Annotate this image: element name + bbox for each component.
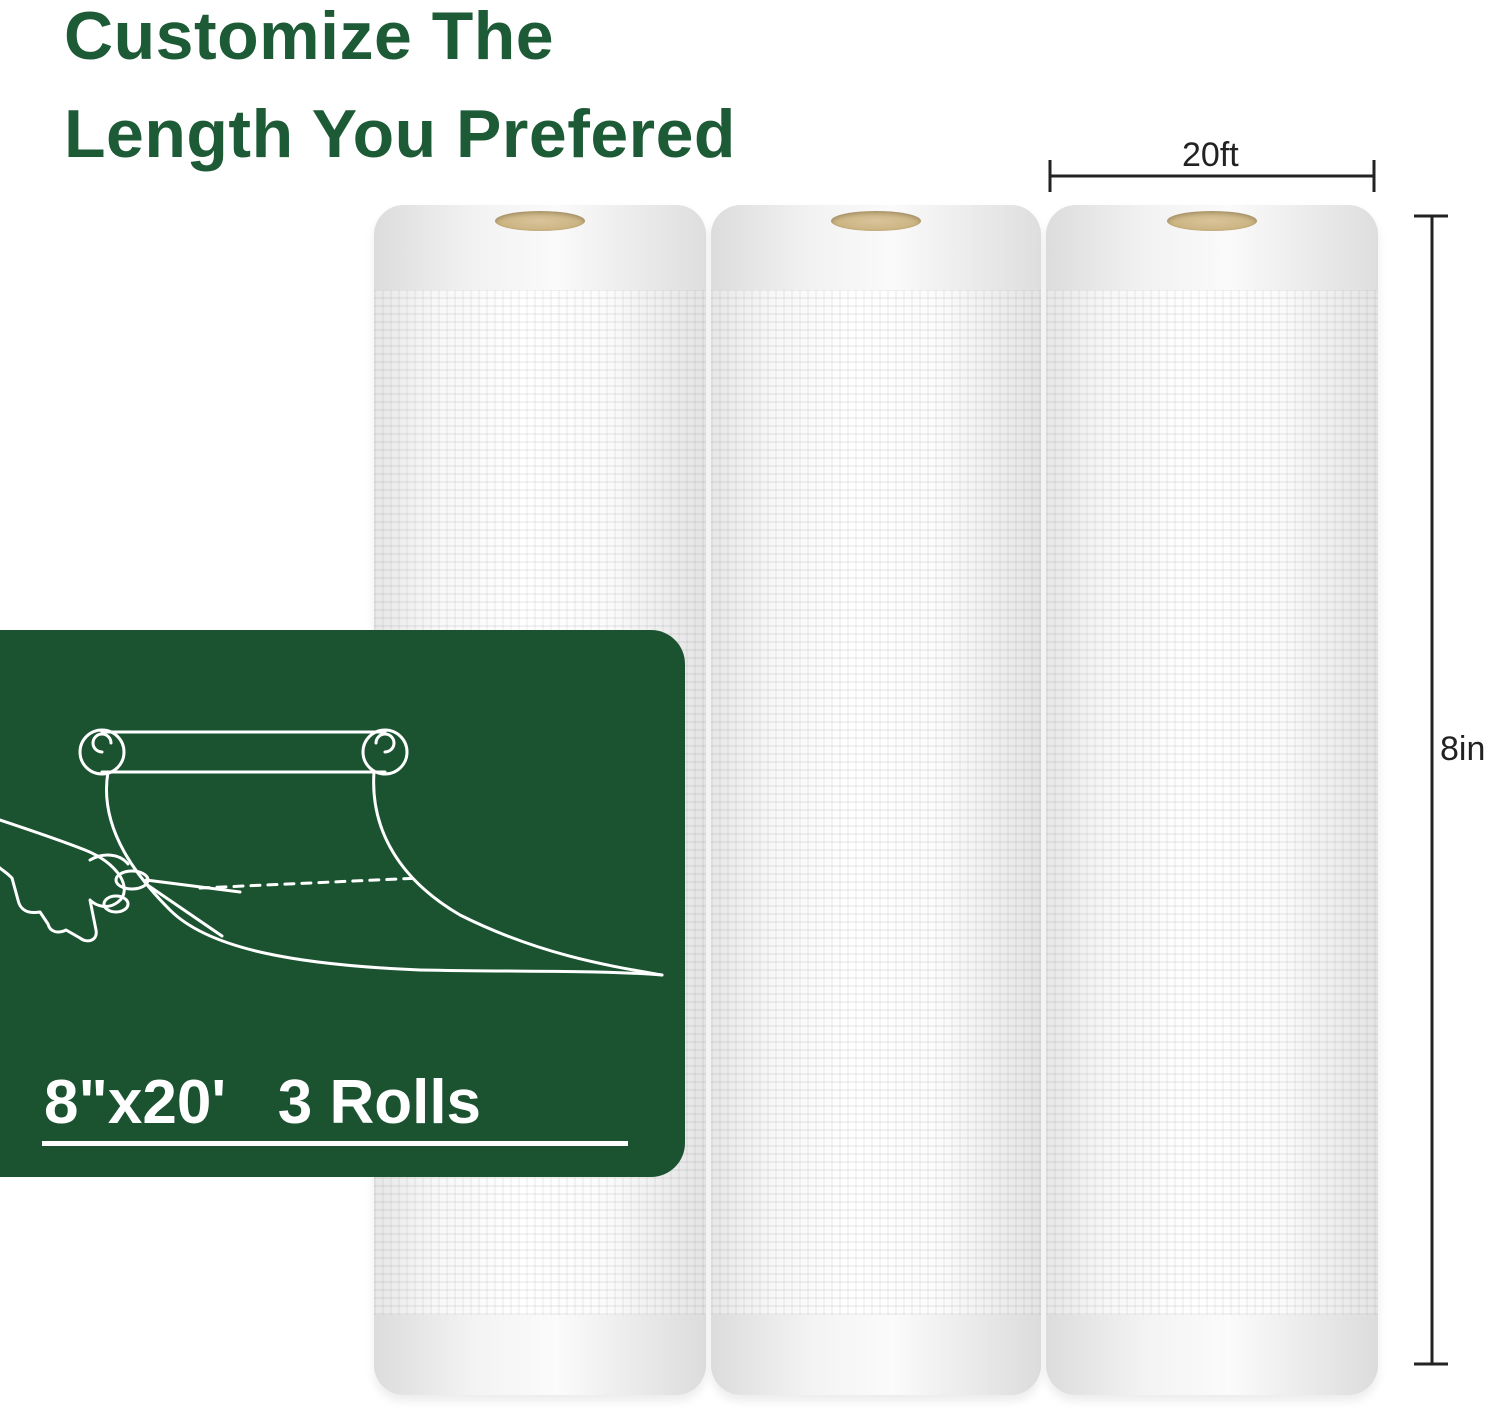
headline-line-2: Length You Prefered bbox=[64, 96, 736, 172]
roll-core-icon bbox=[495, 211, 585, 231]
vacuum-roll-3 bbox=[1046, 205, 1378, 1395]
promo-size-and-count: 8"x20' 3 Rolls bbox=[44, 1068, 482, 1137]
headline-line-1: Customize The bbox=[64, 0, 555, 74]
height-dimension-label: 8in bbox=[1440, 730, 1486, 768]
roll-core-icon bbox=[831, 211, 921, 231]
promo-underline bbox=[42, 1141, 628, 1146]
roll-core-icon bbox=[1167, 211, 1257, 231]
width-dimension-label: 20ft bbox=[1182, 136, 1239, 174]
vacuum-roll-2 bbox=[711, 205, 1041, 1395]
